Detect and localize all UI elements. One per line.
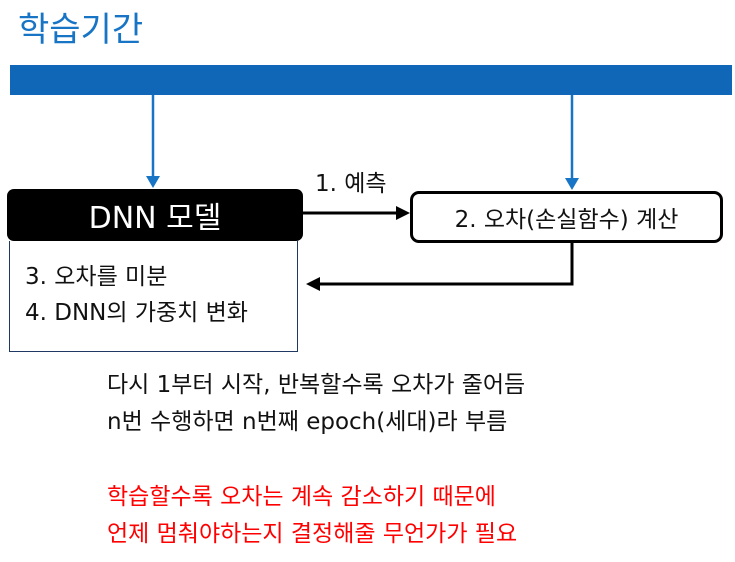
feedback-arrowhead bbox=[306, 277, 320, 291]
warning-line-1: 학습할수록 오차는 계속 감소하기 때문에 bbox=[107, 484, 496, 510]
stopping-warning: 학습할수록 오차는 계속 감소하기 때문에 언제 멈춰야하는지 결정해줄 무언가… bbox=[107, 479, 517, 553]
feedback-arrow bbox=[318, 243, 574, 286]
model-step-update-weights: 4. DNN의 가중치 변화 bbox=[25, 300, 248, 326]
model-step-differentiate: 3. 오차를 미분 bbox=[25, 264, 168, 290]
repeat-note: 다시 1부터 시작, 반복할수록 오차가 줄어듬 n번 수행하면 n번째 epo… bbox=[107, 367, 525, 441]
predict-label: 1. 예측 bbox=[315, 171, 387, 197]
page-title: 학습기간 bbox=[18, 10, 144, 50]
bar-to-model-arrowhead bbox=[146, 176, 160, 188]
model-steps-box: 3. 오차를 미분 4. DNN의 가중치 변화 bbox=[9, 241, 298, 352]
dnn-model-box: DNN 모델 bbox=[7, 189, 303, 241]
dnn-model-label: DNN 모델 bbox=[88, 201, 222, 236]
bar-to-error-arrowhead bbox=[565, 178, 579, 190]
predict-arrowhead bbox=[396, 206, 410, 220]
repeat-note-line: 다시 1부터 시작, 반복할수록 오차가 줄어듬 bbox=[107, 372, 526, 398]
error-calc-label: 2. 오차(손실함수) 계산 bbox=[454, 207, 679, 233]
epoch-note-line: n번 수행하면 n번째 epoch(세대)라 부름 bbox=[107, 409, 508, 435]
warning-line-2: 언제 멈춰야하는지 결정해줄 무언가가 필요 bbox=[107, 521, 518, 547]
timeline-bar bbox=[10, 65, 732, 95]
error-calc-box: 2. 오차(손실함수) 계산 bbox=[410, 191, 723, 243]
